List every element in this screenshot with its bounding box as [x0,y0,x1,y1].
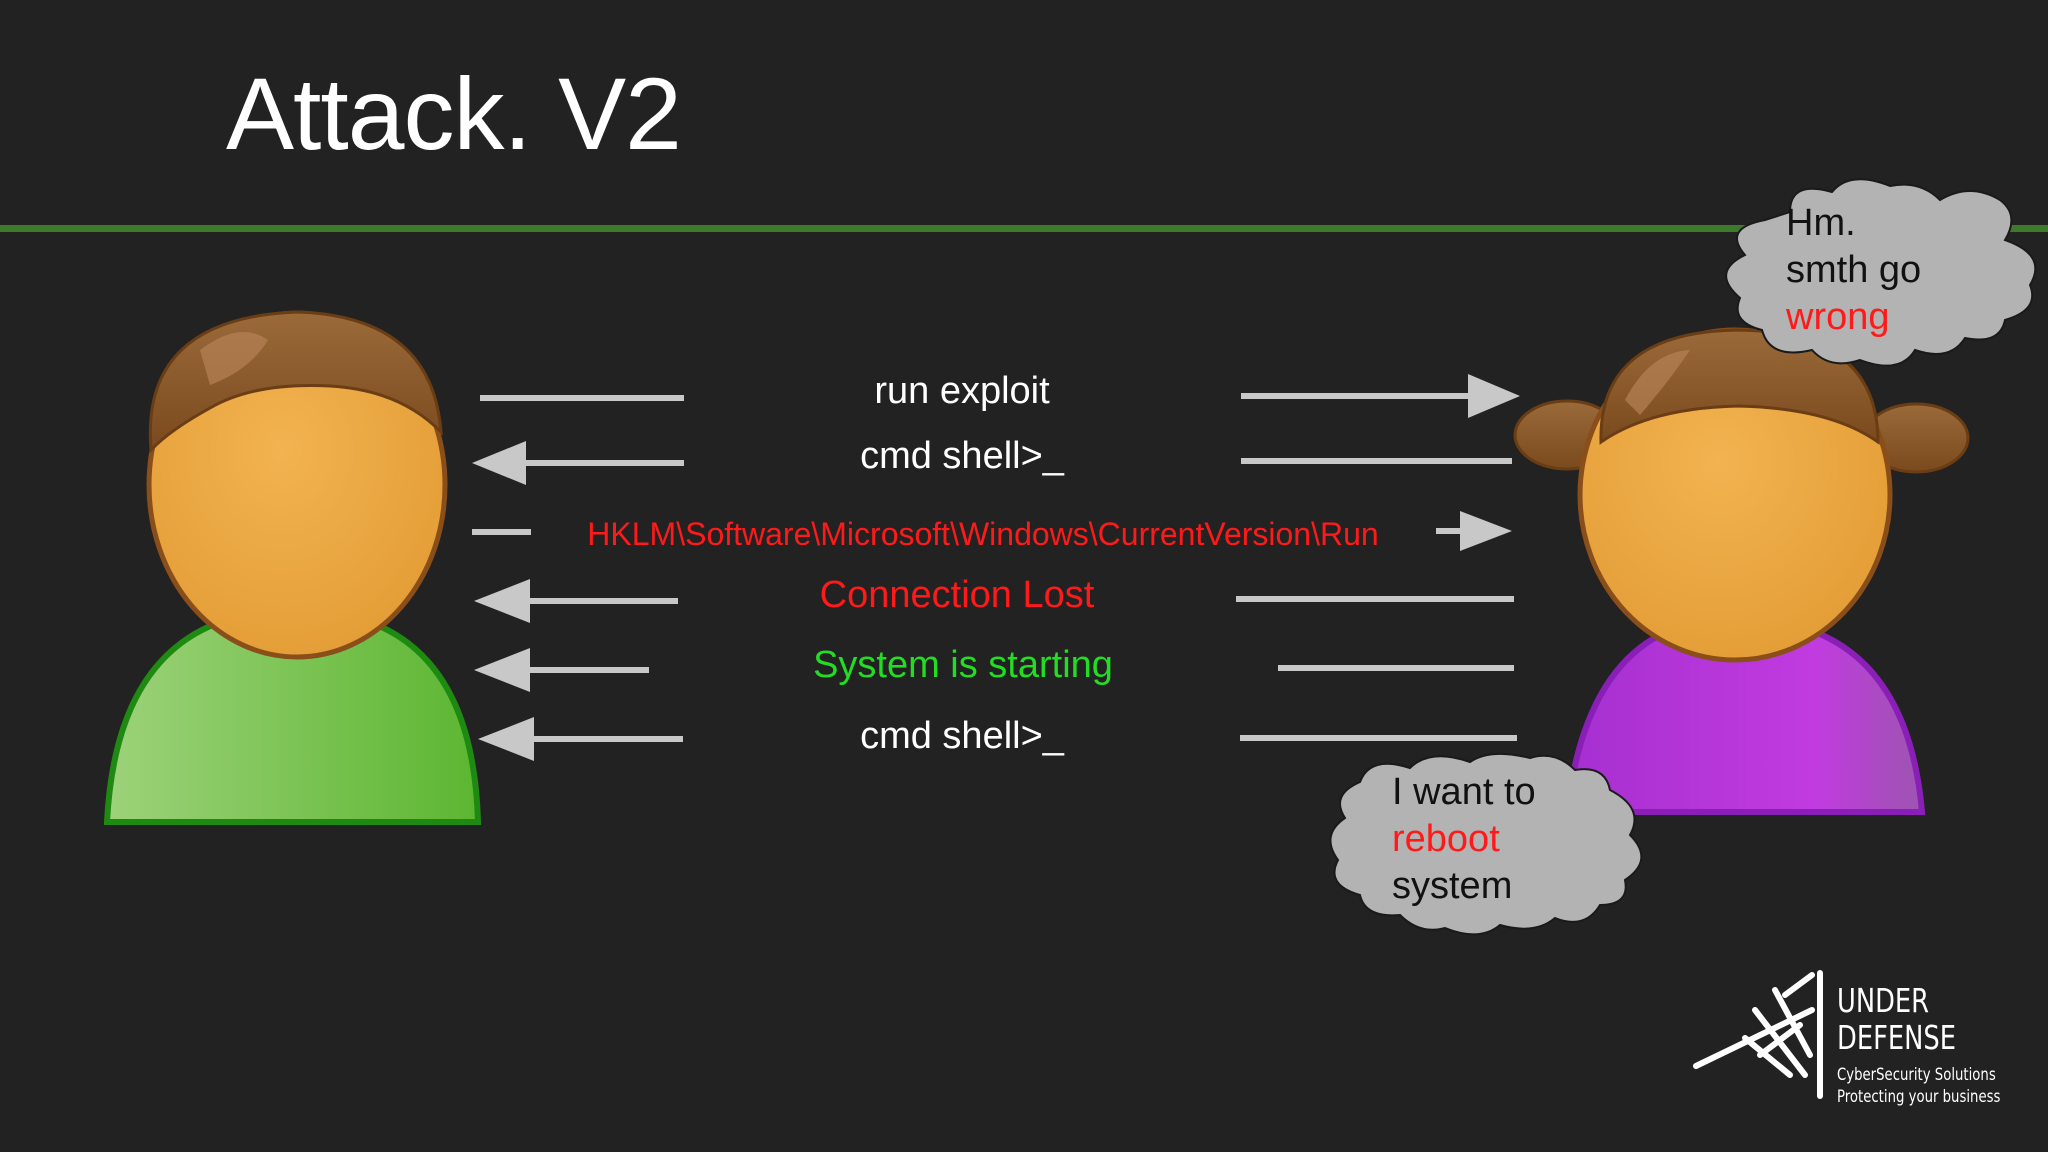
arrow-1-head [1468,374,1520,418]
message-connection-lost: Connection Lost [819,574,1095,616]
arrow-4-head [474,579,530,623]
thought-bottom-text: I want to reboot system [1392,769,1536,910]
thought-cloud-top [1725,178,2037,367]
arrow-2-head [472,441,526,485]
attacker-figure [103,310,482,825]
underdefense-logo-mark [1693,970,1823,1099]
message-registry-key: HKLM\Software\Microsoft\Windows\CurrentV… [587,516,1379,552]
underdefense-logo: UNDER DEFENSE CyberSecurity Solutions Pr… [1837,982,2047,1108]
message-cmd-shell-2: cmd shell>_ [860,715,1064,757]
arrow-6-head [478,717,534,761]
thought-bottom-line1: I want to [1392,771,1536,813]
message-arrows [472,374,1520,761]
thought-top-line2: smth go [1786,249,1922,291]
message-system-starting: System is starting [813,644,1113,686]
thought-cloud-bottom [1329,752,1643,936]
message-run-exploit: run exploit [874,370,1050,412]
logo-name-line2: DEFENSE [1837,1018,1957,1057]
logo-tagline2: Protecting your business [1837,1087,2001,1107]
thought-top-text: Hm. smth go wrong [1786,200,1921,341]
logo-tagline1: CyberSecurity Solutions [1837,1065,1996,1085]
thought-top-line1: Hm. [1786,202,1856,244]
slide-title: Attack. V2 [226,57,682,171]
title-divider [0,225,2048,232]
arrow-3-head [1460,511,1512,551]
arrow-5-head [474,648,530,692]
thought-bottom-line3: system [1392,865,1513,907]
victim-figure [1513,327,1970,815]
message-cmd-shell-1: cmd shell>_ [860,435,1064,477]
thought-top-line3: wrong [1786,296,1890,338]
logo-name-line1: UNDER [1837,981,1930,1020]
thought-bottom-line2: reboot [1392,818,1500,860]
